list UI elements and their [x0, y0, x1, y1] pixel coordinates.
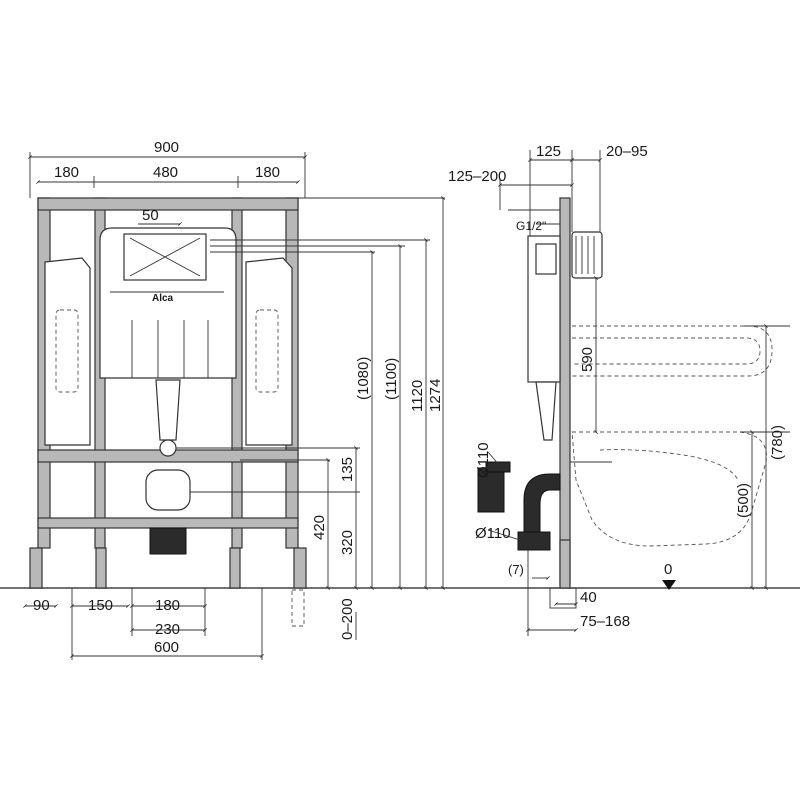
dim-180-bottom: 180: [155, 597, 180, 614]
grab-rail: [572, 325, 773, 377]
dim-flush-offset: 50: [142, 207, 159, 224]
frame-bottom-rail: [37, 517, 299, 529]
dim-230: 230: [155, 621, 180, 638]
dim-125: 125: [536, 143, 561, 160]
cistern-ribs: [110, 291, 224, 378]
pipe-diameter-upper: Ø110: [475, 442, 492, 478]
dim-1120: 1120: [409, 380, 426, 412]
side-flush-plate-ribs: [575, 236, 595, 274]
height-leaders: [50, 197, 445, 493]
dim-1274: 1274: [427, 379, 444, 412]
side-down-pipe: [535, 381, 557, 441]
toilet-bowl: [571, 431, 767, 547]
dim-gap-7: (7): [508, 562, 524, 577]
leg-2: [95, 547, 107, 589]
side-flush-plate: [571, 231, 603, 279]
leg-1: [29, 547, 43, 589]
dim-40: 40: [580, 589, 597, 606]
side-drain-elbow: [523, 473, 561, 549]
dim-left-section: 180: [54, 164, 79, 181]
dim-420: 420: [311, 515, 328, 540]
flush-cross: [129, 237, 201, 277]
side-slot-right: [255, 309, 279, 393]
dim-leg-adjust: 0–200: [339, 598, 356, 640]
leg-3: [229, 547, 241, 589]
top-dimension-lines: [28, 152, 307, 226]
side-panel-right: [245, 257, 293, 446]
pipe-diameter-lower: Ø110: [475, 525, 511, 542]
dim-320: 320: [339, 530, 356, 555]
supply-thread-label: G1/2": [516, 219, 546, 233]
dim-center-section: 480: [153, 164, 178, 181]
side-slot-left: [55, 309, 79, 393]
dim-590: 590: [579, 347, 596, 372]
side-drain-outlet: [517, 531, 551, 551]
toilet-rim: [599, 449, 739, 481]
front-view: Alca: [23, 139, 445, 660]
floor-zero-label: 0: [664, 561, 672, 578]
dim-150: 150: [88, 597, 113, 614]
side-front-pipe-collar: [485, 461, 511, 473]
dim-135: 135: [339, 457, 356, 482]
brand-logo: Alca: [152, 293, 174, 304]
dim-20-95: 20–95: [606, 143, 648, 160]
side-view: 125 20–95 125–200 G1/2" Ø110 Ø110 590 (7…: [448, 143, 790, 636]
dim-90: 90: [33, 597, 50, 614]
flush-outlet: [159, 439, 177, 457]
leg-extension: [291, 589, 305, 627]
side-front-pipe: [477, 467, 505, 513]
dim-overall-width: 900: [154, 139, 179, 156]
bottom-dimension-lines: [23, 588, 264, 660]
side-floor-foot: [549, 587, 577, 609]
dim-right-section: 180: [255, 164, 280, 181]
dim-125-200: 125–200: [448, 168, 506, 185]
dim-500: (500): [735, 483, 752, 518]
side-frame-post: [559, 197, 571, 585]
side-dimension-lines: [487, 150, 790, 636]
leg-4: [293, 547, 307, 589]
frame-top-rail: [37, 197, 299, 211]
dim-1100: (1100): [383, 358, 400, 400]
grab-rail-inner: [572, 337, 761, 365]
dim-600: 600: [154, 639, 179, 656]
dim-780: (780): [769, 425, 786, 460]
dim-75-168: 75–168: [580, 613, 630, 630]
side-leg: [559, 539, 571, 589]
floor-level-marker: [662, 580, 676, 590]
flush-down-pipe: [155, 379, 181, 441]
side-panel-left: [44, 257, 91, 446]
side-inlet-valve: [535, 243, 557, 275]
drain-pipe: [149, 527, 187, 555]
dim-1080: (1080): [355, 357, 372, 400]
vertical-dimension-lines: [326, 196, 445, 640]
drain-connector: [145, 469, 191, 511]
